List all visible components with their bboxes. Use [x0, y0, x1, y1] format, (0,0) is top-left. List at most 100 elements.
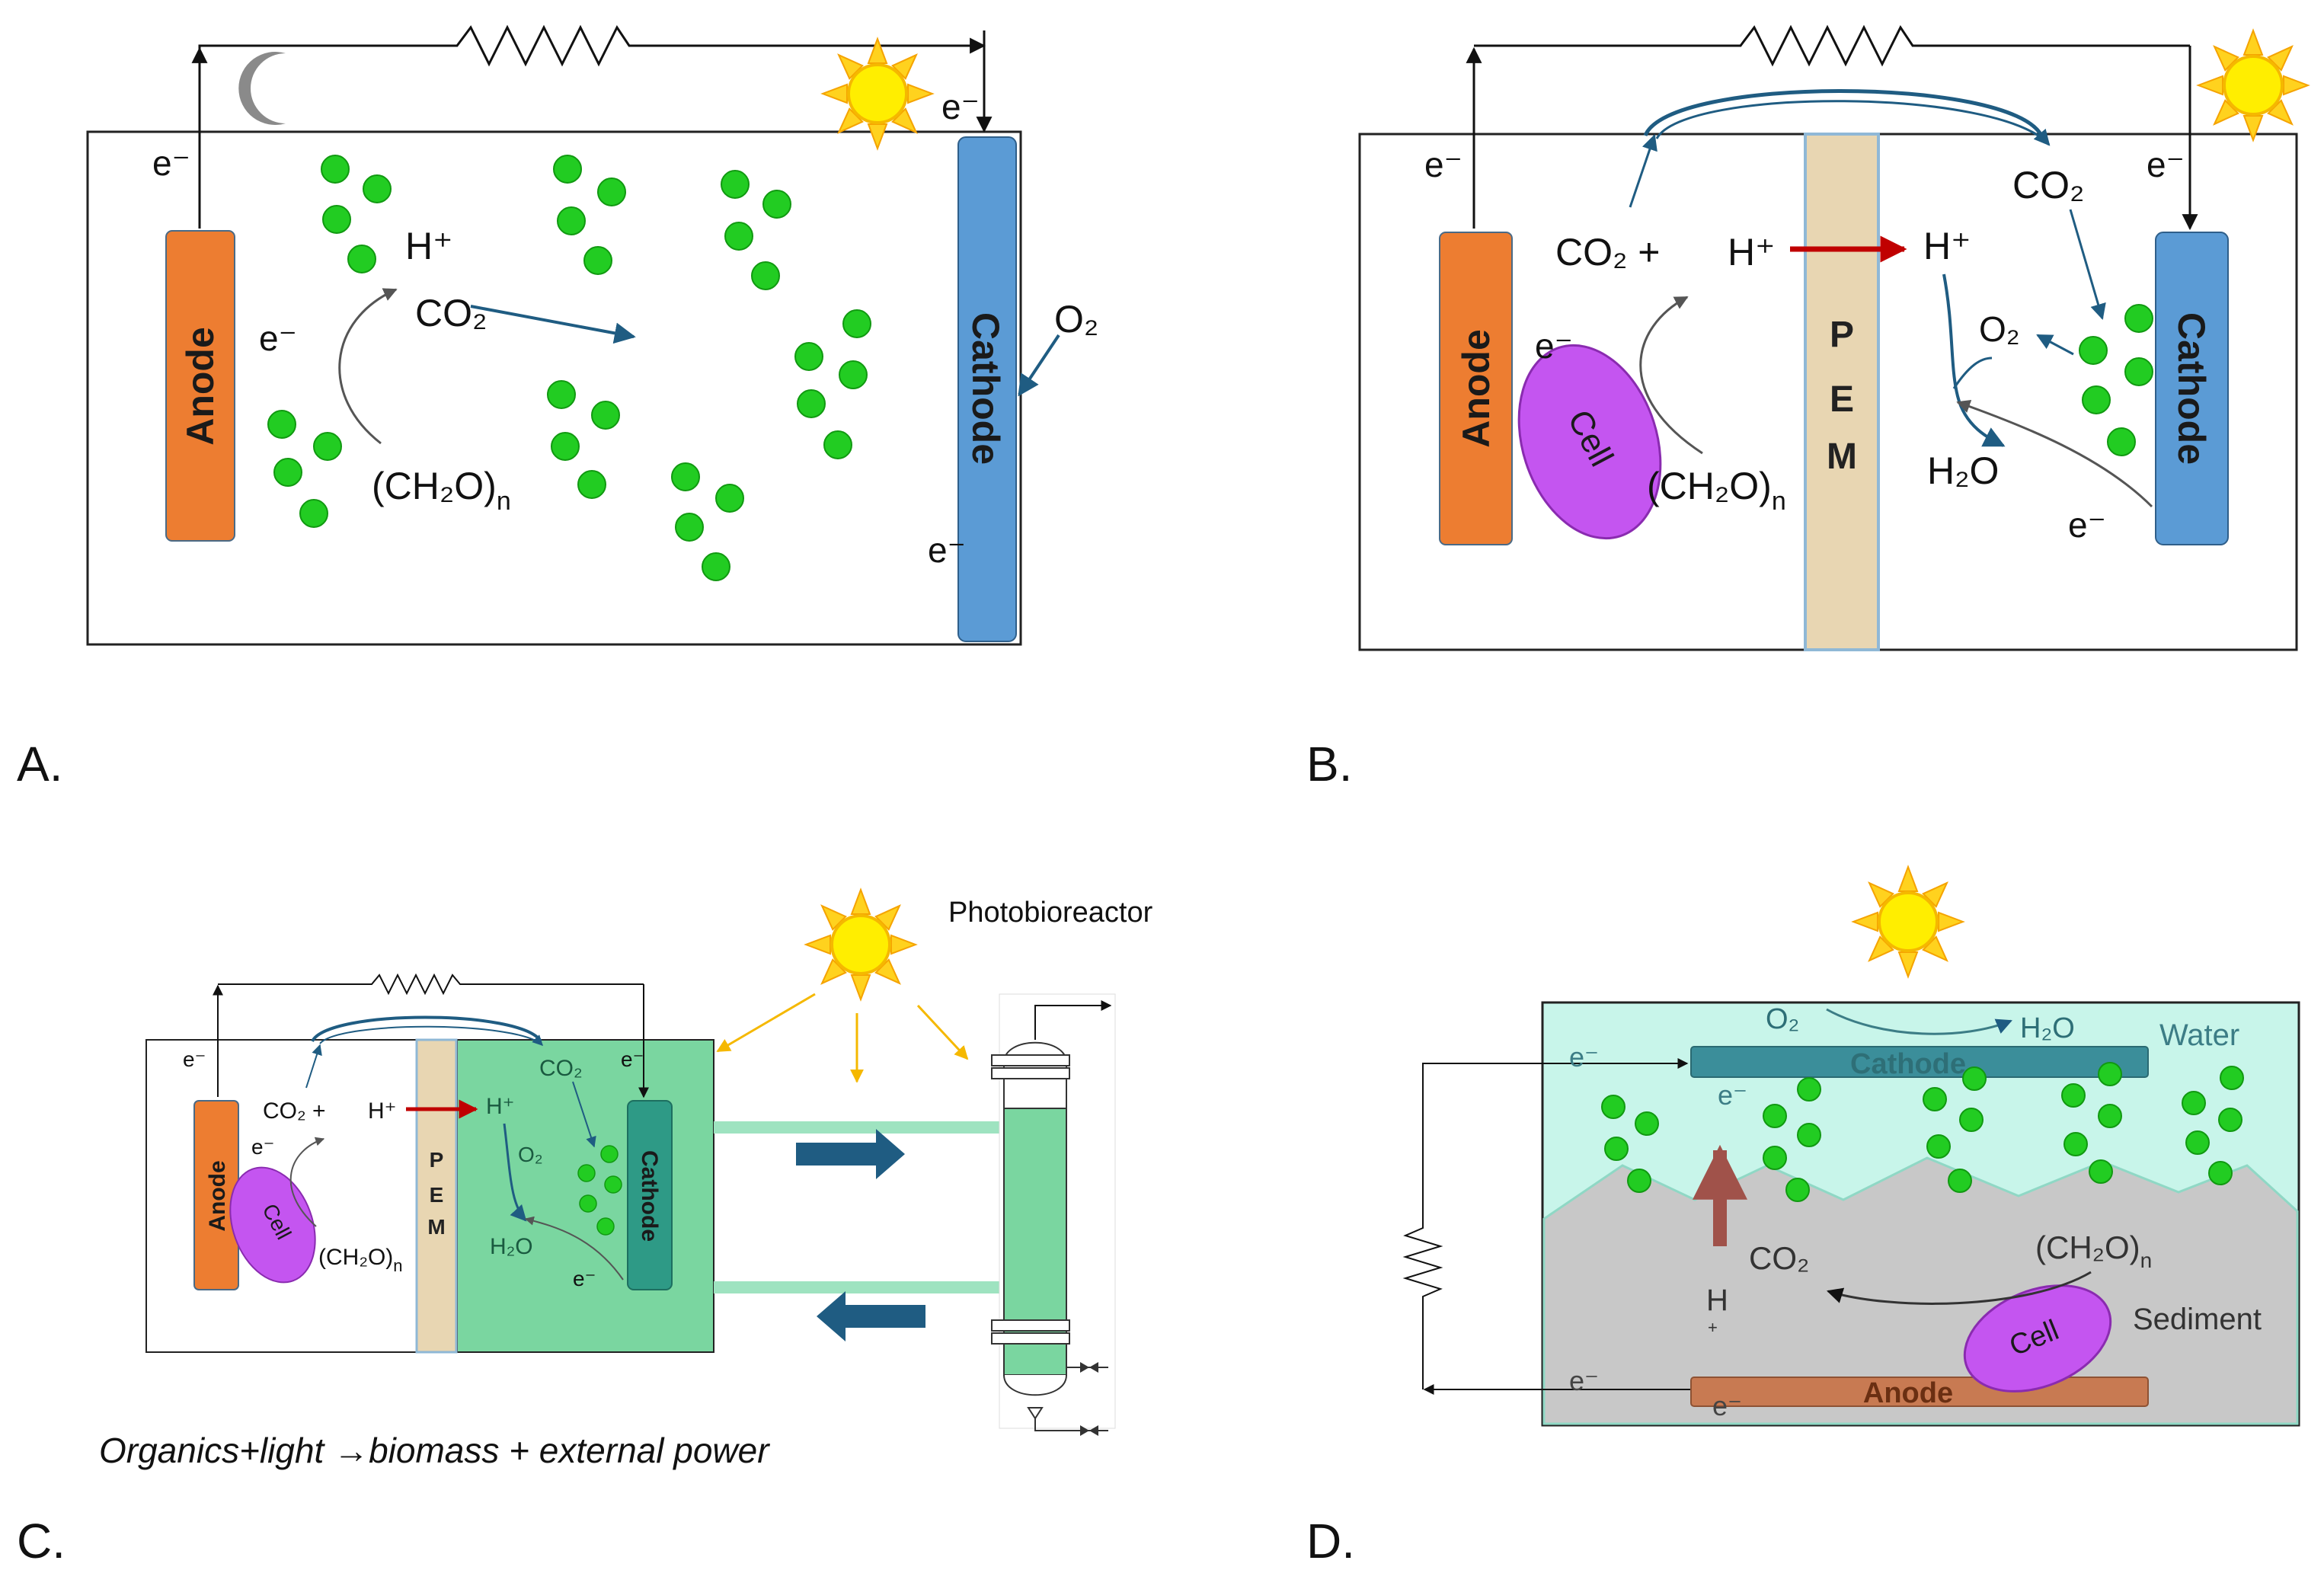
panel-b-label: B.: [1306, 737, 1352, 791]
anode-label: Anode: [205, 1160, 230, 1231]
bacterium: [2220, 1066, 2244, 1090]
organics-label: (CH₂O)n: [1647, 465, 1786, 516]
photobioreactor-title: Photobioreactor: [948, 897, 1153, 929]
electron-label-4: e⁻: [2068, 505, 2106, 545]
organics-label: (CH₂O)n: [2035, 1229, 2152, 1272]
panel-a: Anode Cathode e⁻ e⁻ e⁻ e⁻ H⁺ CO₂ O₂ (CH₂…: [17, 24, 1098, 791]
electron-label-3: e⁻: [251, 1135, 274, 1159]
bacterium: [751, 261, 780, 290]
co2-recycle-arrow: [311, 1015, 542, 1043]
o2-label: O₂: [1979, 309, 2020, 349]
electron-label-4: e⁻: [928, 530, 966, 570]
electron-label-4: e⁻: [573, 1267, 596, 1290]
bacterium: [2061, 1083, 2086, 1108]
co2-label: CO₂: [415, 292, 487, 334]
outflow-pipe: [714, 1121, 1003, 1134]
bacterium: [2124, 304, 2153, 333]
bacterium: [299, 499, 328, 528]
organics-label: (CH₂O)n: [372, 465, 511, 516]
cathode-electrode: [2155, 232, 2229, 545]
bacterium: [322, 205, 351, 234]
electron-label-3: e⁻: [1535, 326, 1573, 366]
anode-electrode: [165, 230, 235, 542]
bacterium: [2089, 1159, 2113, 1184]
panel-c: P E M Anode Cathode Cell e⁻ e⁻ e⁻ e⁻ CO₂…: [17, 888, 1153, 1568]
cathode-electrode: [957, 136, 1017, 642]
bacterium: [600, 1145, 619, 1163]
bacterium: [596, 1217, 615, 1236]
bacterium: [2107, 427, 2136, 456]
bacteria-cluster: [577, 1145, 622, 1236]
bacterium: [2079, 336, 2108, 365]
bacterium: [363, 174, 392, 203]
bacterium: [1797, 1123, 1821, 1147]
co2-plus-label: CO₂ +: [1555, 231, 1661, 273]
bacterium: [2063, 1132, 2088, 1156]
electron-label-2: e⁻: [941, 87, 980, 126]
resistor-icon: [448, 24, 640, 67]
organics-label: (CH₂O)n: [318, 1245, 403, 1275]
o2-label: O₂: [518, 1143, 543, 1166]
anode-label: Anode: [179, 327, 222, 446]
bacterium: [273, 458, 302, 487]
proton-to-water-arrow: [1942, 273, 2006, 447]
bacterium: [762, 190, 791, 219]
pem-letter-e: E: [430, 1183, 444, 1207]
bacterium: [547, 380, 576, 409]
bacterium: [715, 484, 744, 513]
co2-recycle-arrow: [1643, 89, 2044, 137]
proton-label-left: H⁺: [1728, 231, 1776, 273]
bacterium: [597, 177, 626, 206]
bacterium: [1959, 1108, 1984, 1132]
bacterium: [1962, 1066, 1987, 1091]
cathode-label: Cathode: [2170, 312, 2213, 465]
cathode-electrode: [627, 1100, 673, 1290]
co2-release-arrow: [470, 305, 636, 344]
anode-label: Anode: [1455, 329, 1498, 448]
oxidation-arrow: [1826, 1271, 2092, 1305]
bacterium: [675, 513, 704, 542]
co2-label: CO₂: [539, 1056, 583, 1081]
pem-letter-p: P: [430, 1148, 444, 1172]
bacterium: [2208, 1161, 2233, 1185]
bacterium: [347, 245, 376, 273]
electron-to-water-arrow: [1956, 399, 2153, 508]
bacterium: [823, 430, 852, 459]
proton-label-right: H⁺: [1923, 225, 1971, 267]
water-label: H₂O: [490, 1234, 533, 1259]
microbial-cell: [1963, 1284, 2112, 1393]
water-product-label: H₂O: [2020, 1012, 2075, 1044]
proton-label: H⁺: [405, 225, 453, 267]
anode-label: Anode: [1863, 1377, 1953, 1409]
o2-label: O₂: [1054, 298, 1098, 341]
panel-a-label: A.: [17, 737, 62, 791]
bacterium: [794, 342, 823, 371]
bacterium: [1635, 1111, 1659, 1136]
bacterium: [839, 360, 868, 389]
co2-plus-label: CO₂ +: [263, 1098, 326, 1124]
panel-c-label: C.: [17, 1514, 66, 1568]
proton-exchange-membrane: [415, 1038, 458, 1354]
flow-arrow-left: [817, 1291, 925, 1341]
proton-label-left: H⁺: [368, 1098, 397, 1124]
bacterium: [1763, 1104, 1787, 1128]
valve-icon: [1027, 1407, 1044, 1420]
bacterium: [2098, 1062, 2122, 1086]
bacteria-cluster: [267, 155, 871, 581]
return-pipe: [714, 1281, 1003, 1293]
electron-label-3: e⁻: [1569, 1365, 1599, 1396]
bacterium: [2082, 385, 2111, 414]
bacterium: [724, 222, 753, 251]
light-ray: [916, 1004, 969, 1060]
oxygen-reduction-arrow: [1826, 1008, 2012, 1035]
electron-label-2: e⁻: [621, 1047, 644, 1071]
bacterium: [553, 155, 582, 184]
bacterium: [604, 1175, 622, 1194]
bacterium: [1763, 1146, 1787, 1170]
bacterium: [577, 470, 606, 499]
cathode-label: Cathode: [964, 312, 1007, 465]
electron-label-1: e⁻: [1569, 1041, 1599, 1073]
electron-label-3: e⁻: [259, 318, 297, 358]
panel-b: P E M Anode Cathode Cell e⁻ e⁻ e⁻ e⁻ CO₂…: [1306, 24, 2310, 791]
